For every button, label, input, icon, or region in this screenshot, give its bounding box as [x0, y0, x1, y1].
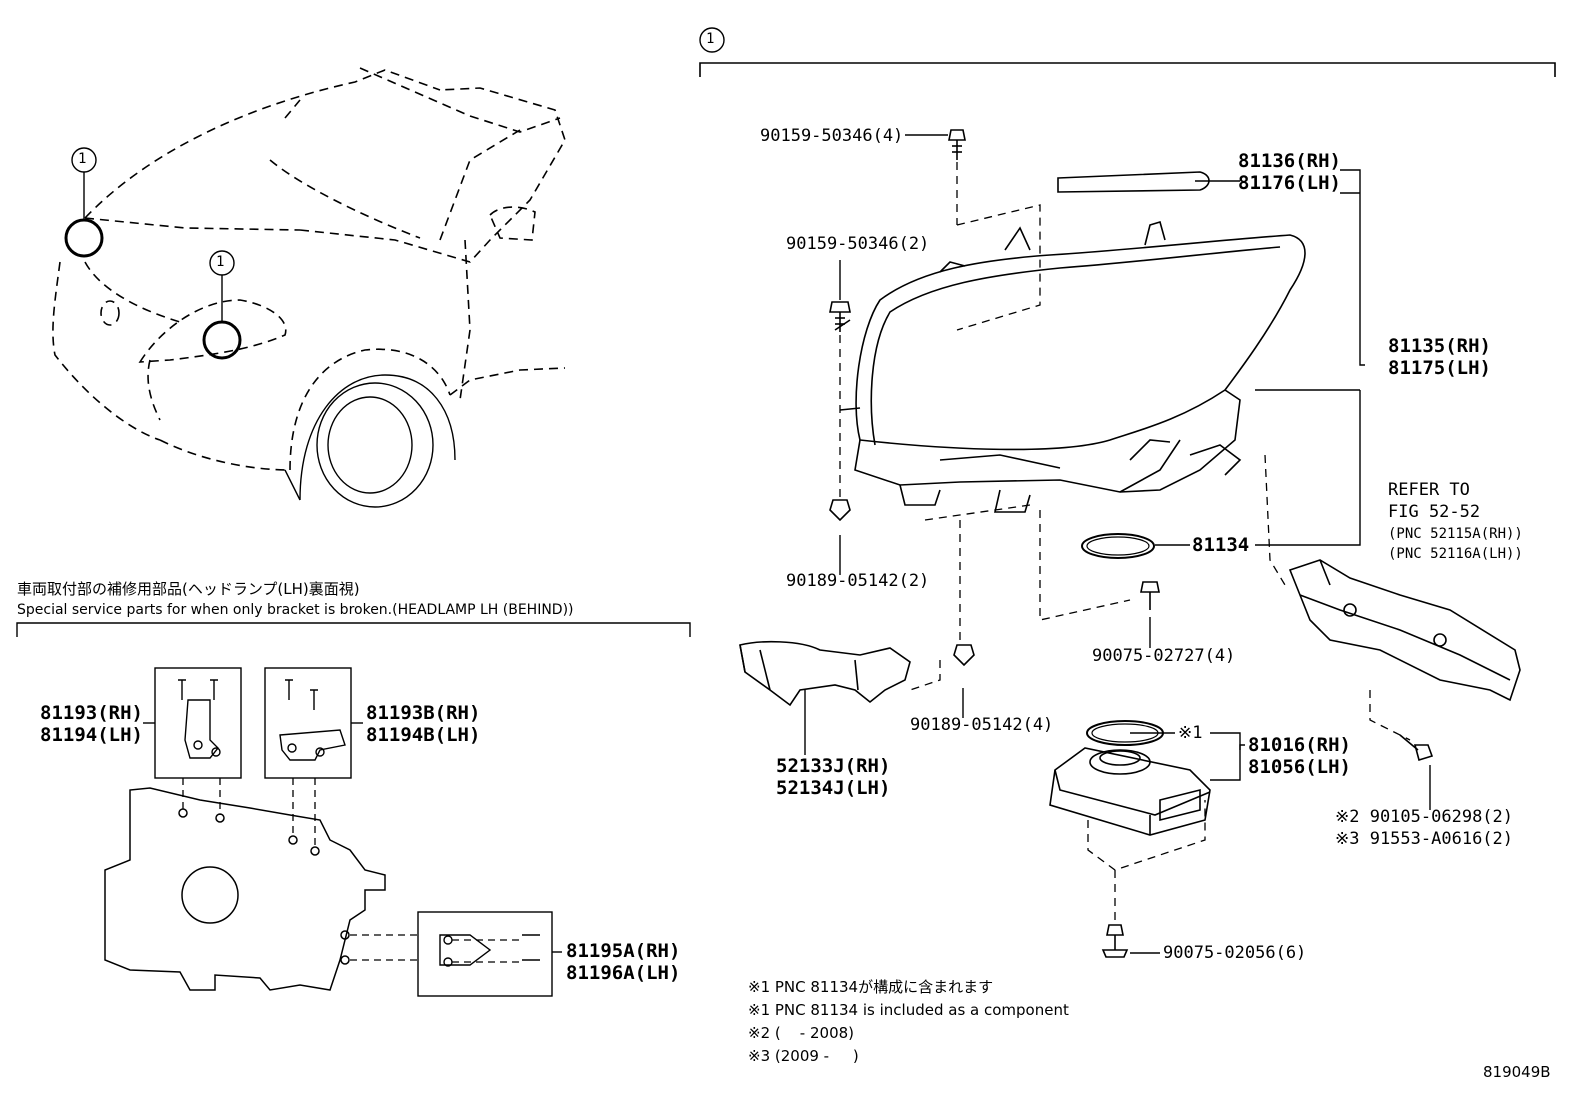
part-label-81135: 81135(RH) — [1388, 335, 1491, 357]
part-label-52133j: 52133J(RH) — [776, 755, 891, 777]
part-label-81195a: 81195A(RH) — [566, 940, 681, 962]
screw-90159-4 — [948, 129, 966, 160]
screw-90075-6 — [1101, 924, 1129, 958]
part-label-81193: 81193(RH) — [40, 702, 143, 724]
part-label-91553: ※3 91553-A0616(2) — [1335, 829, 1514, 849]
leader-lines — [804, 134, 1431, 954]
part-label-90159-4: 90159-50346(4) — [760, 126, 904, 146]
part-label-90075-6: 90075-02056(6) — [1163, 943, 1307, 963]
assembly-bracket — [699, 62, 1556, 77]
footnote-2: ※2 ( - 2008) — [748, 1024, 855, 1042]
part-label-81196a: 81196A(LH) — [566, 962, 681, 984]
footnote-1-en: ※1 PNC 81134 is included as a component — [748, 1001, 1069, 1019]
headlamp-assembly — [834, 220, 1306, 513]
box-81193 — [154, 667, 242, 779]
part-label-81193b: 81193B(RH) — [366, 702, 481, 724]
headlamp-rear-housing — [104, 787, 386, 991]
part-label-81194b: 81194B(LH) — [366, 724, 481, 746]
callout-number: 1 — [706, 31, 715, 47]
refer-line-4: (PNC 52116A(LH)) — [1388, 546, 1523, 562]
callout-circle — [71, 147, 97, 173]
note-mark-1: ※1 — [1178, 723, 1203, 743]
ballast-computer — [1049, 747, 1211, 836]
callout-circle — [209, 250, 235, 276]
gasket-81134-ballast — [1086, 720, 1164, 746]
footnote-3: ※3 (2009 - ) — [748, 1047, 859, 1065]
headlamp-location-marker-lh — [202, 320, 242, 360]
guide-lines — [839, 162, 1411, 925]
figure-id: 819049B — [1483, 1063, 1551, 1081]
part-label-90105: ※2 90105-06298(2) — [1335, 807, 1514, 827]
clip-90189-4 — [953, 644, 975, 667]
section-bracket — [16, 622, 691, 637]
part-label-81176: 81176(LH) — [1238, 172, 1341, 194]
bracket-81193 — [178, 679, 221, 759]
section-title-jp: 車両取付部の補修用部品(ヘッドランプ(LH)裏面視) — [17, 580, 360, 598]
part-label-81175: 81175(LH) — [1388, 357, 1491, 379]
headlamp-location-marker-rh — [64, 218, 104, 258]
callout-circle — [699, 27, 725, 53]
callout-number: 1 — [216, 254, 225, 270]
part-label-90159-2: 90159-50346(2) — [786, 234, 930, 254]
screw-90159-2 — [829, 301, 851, 332]
gasket-81134 — [1081, 533, 1155, 559]
bracket-52133j — [739, 640, 911, 707]
box-81193b — [264, 667, 352, 779]
clip-90189-2 — [829, 499, 851, 522]
part-label-52134j: 52134J(LH) — [776, 777, 891, 799]
part-label-81016: 81016(RH) — [1248, 734, 1351, 756]
part-label-90189-4: 90189-05142(4) — [910, 715, 1054, 735]
refer-line-1: REFER TO — [1388, 480, 1470, 500]
refer-line-3: (PNC 52115A(RH)) — [1388, 526, 1523, 542]
part-label-81134: 81134 — [1192, 534, 1250, 556]
part-label-81056: 81056(LH) — [1248, 756, 1351, 778]
screw-90075-4 — [1140, 581, 1160, 610]
trim-strip — [1057, 171, 1210, 193]
box-81195a — [417, 911, 553, 997]
vehicle-sketch — [52, 67, 566, 471]
vehicle-wheel — [284, 374, 456, 508]
refer-line-2: FIG 52-52 — [1388, 502, 1481, 522]
screw-90105 — [1399, 734, 1434, 762]
footnote-1-jp: ※1 PNC 81134が構成に含まれます — [748, 978, 994, 996]
part-label-90075-4: 90075-02727(4) — [1092, 646, 1236, 666]
service-leaders — [143, 722, 562, 953]
bracket-81193b — [279, 679, 346, 761]
service-guide-lines — [182, 778, 520, 963]
side-bracket — [1288, 559, 1521, 702]
part-label-81136: 81136(RH) — [1238, 150, 1341, 172]
part-label-81194: 81194(LH) — [40, 724, 143, 746]
part-label-90189-2: 90189-05142(2) — [786, 571, 930, 591]
callout-number: 1 — [78, 151, 87, 167]
section-title-en: Special service parts for when only brac… — [17, 602, 574, 618]
